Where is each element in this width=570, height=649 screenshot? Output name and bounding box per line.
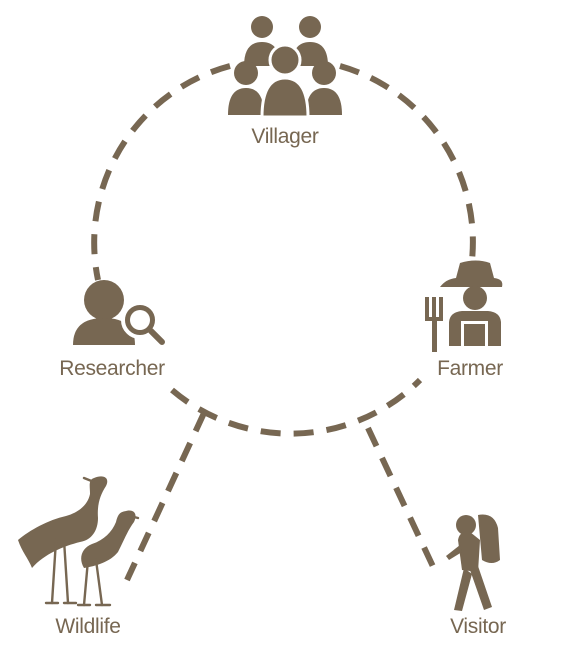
cranes-icon (18, 476, 140, 607)
farmer-with-pitchfork-icon (425, 260, 503, 352)
connector-villager-researcher (91, 63, 231, 281)
group-of-people-icon (228, 16, 342, 119)
node-label-villager: Villager (251, 125, 319, 148)
connector-researcher-wildlife (124, 411, 207, 582)
node-label-wildlife: Wildlife (55, 615, 121, 638)
person-with-magnifier-icon (73, 280, 165, 345)
node-label-researcher: Researcher (59, 357, 165, 380)
connector-researcher-farmer (170, 377, 423, 437)
hiker-with-backpack-icon (446, 514, 500, 611)
node-label-visitor: Visitor (450, 615, 506, 638)
connector-farmer-visitor (365, 426, 440, 577)
connector-villager-farmer (339, 63, 476, 261)
node-label-farmer: Farmer (437, 357, 503, 380)
